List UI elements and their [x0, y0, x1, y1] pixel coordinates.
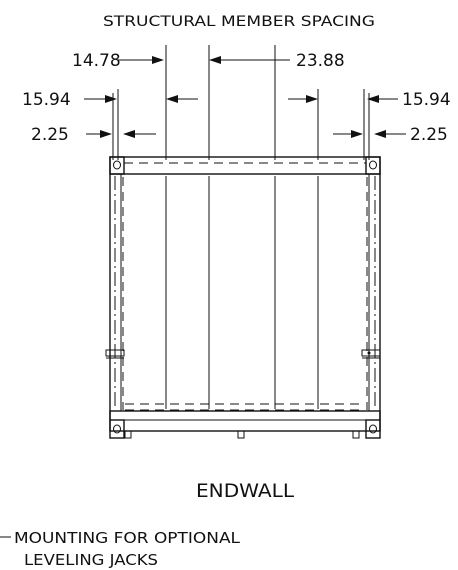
extension-lines: [112, 45, 370, 160]
jack-mount-left: [105, 349, 125, 357]
endwall-frame: [105, 156, 381, 439]
mounting-note: MOUNTING FOR OPTIONAL LEVELING JACKS: [0, 529, 241, 569]
arrowhead: [367, 95, 379, 103]
rail-foot: [237, 430, 245, 439]
dimension-14-78: 14.78: [72, 51, 164, 71]
dimension-label-15-94-right: 15.94: [402, 90, 451, 110]
corner-casting-bottom-left: [109, 419, 125, 439]
dimension-23-88: 23.88: [209, 51, 345, 71]
arrowhead: [374, 130, 386, 138]
dimension-label-2-25-right: 2.25: [410, 125, 448, 145]
dimension-15-94-left: 15.94: [22, 90, 198, 110]
arrowhead: [123, 130, 135, 138]
arrowhead: [351, 130, 363, 138]
dimension-label-15-94-left: 15.94: [22, 90, 71, 110]
corner-casting-bottom-right: [365, 419, 381, 439]
arrowhead: [166, 95, 178, 103]
arrowhead: [306, 95, 318, 103]
corner-casting-top-left: [109, 156, 125, 175]
corner-casting-top-right: [365, 156, 381, 175]
dimension-label-23-88: 23.88: [296, 51, 345, 71]
bottom-rail: [109, 410, 381, 432]
note-line-1: MOUNTING FOR OPTIONAL: [14, 529, 241, 547]
dimension-15-94-right: 15.94: [288, 90, 451, 110]
rail-foot: [352, 430, 360, 439]
jack-mount-right: [361, 349, 381, 357]
dimension-2-25-right: 2.25: [333, 125, 448, 145]
rail-foot: [124, 430, 132, 439]
note-line-2: LEVELING JACKS: [24, 551, 158, 569]
arrowhead: [105, 95, 117, 103]
arrowhead: [152, 56, 164, 64]
drawing-title: STRUCTURAL MEMBER SPACING: [103, 14, 375, 30]
arrowhead: [100, 130, 112, 138]
arrowhead: [209, 56, 221, 64]
view-label: ENDWALL: [196, 480, 294, 502]
dimension-label-2-25-left: 2.25: [31, 125, 69, 145]
dimension-2-25-left: 2.25: [31, 125, 156, 145]
dimension-label-14-78: 14.78: [72, 51, 121, 71]
top-rail: [109, 156, 381, 175]
